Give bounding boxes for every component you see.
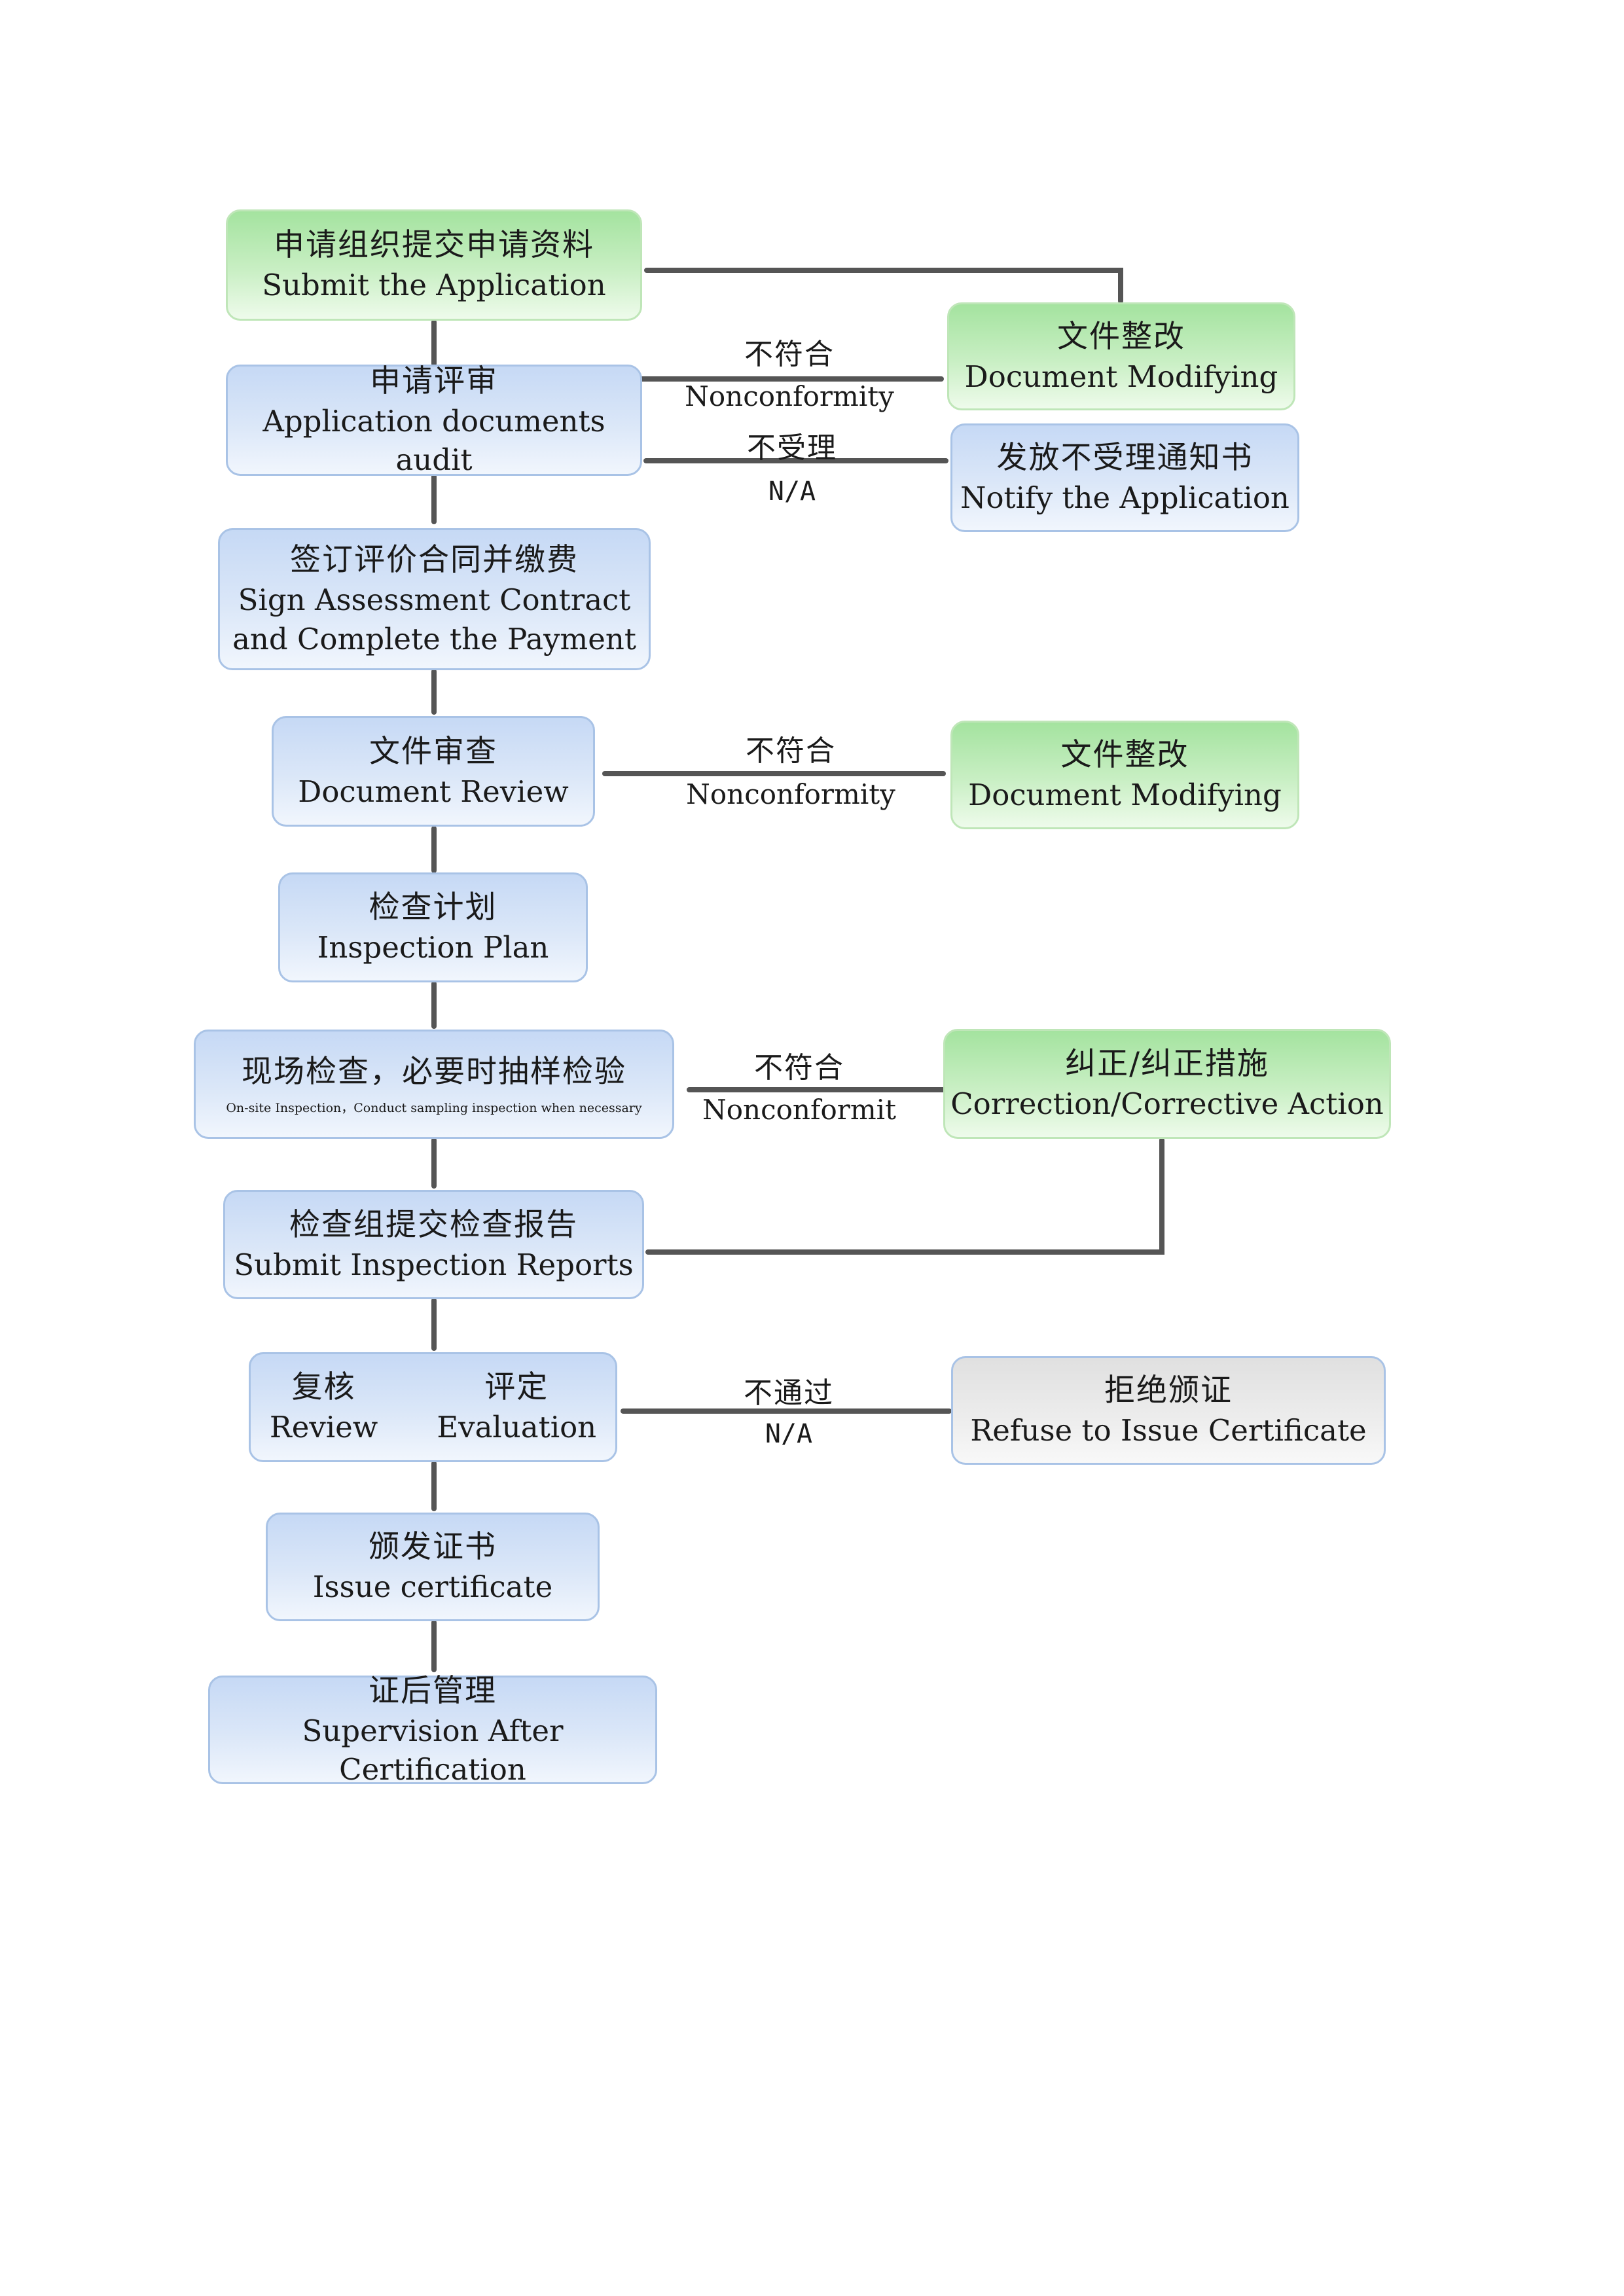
side-zh-label: 纠正/纠正措施: [1065, 1046, 1269, 1083]
step-en-label: Submit the Application: [262, 268, 606, 303]
label-en: N/A: [768, 476, 816, 507]
step-en-label: Supervision After Certification: [302, 1713, 564, 1787]
step-submit-application: 申请组织提交申请资料 Submit the Application: [226, 209, 642, 321]
label-zh: 不符合: [754, 1051, 844, 1085]
step-en-label: On-site Inspection，Conduct sampling insp…: [226, 1100, 642, 1115]
side-zh-label: 发放不受理通知书: [996, 440, 1254, 476]
label-zh: 不符合: [744, 338, 835, 371]
evaluation-en-label: Evaluation: [437, 1410, 597, 1445]
review-zh-label: 复核: [291, 1369, 356, 1406]
step-zh-label: 颁发证书: [369, 1529, 497, 1566]
side-document-modifying-1: 文件整改 Document Modifying: [947, 302, 1295, 410]
step-en-label: Inspection Plan: [317, 930, 549, 965]
step-review-evaluation: 复核 Review 评定 Evaluation: [249, 1352, 617, 1462]
arrow-correction-back-to-reports: [645, 1138, 1164, 1255]
step-zh-label: 签订评价合同并缴费: [290, 542, 579, 579]
side-en-label: Document Modifying: [964, 359, 1278, 394]
step-supervision: 证后管理 Supervision After Certification: [208, 1673, 657, 1787]
side-document-modifying-2: 文件整改 Document Modifying: [950, 721, 1299, 829]
side-zh-label: 文件整改: [1060, 737, 1189, 774]
step-inspection-plan: 检查计划 Inspection Plan: [278, 872, 588, 982]
step-issue-certificate: 颁发证书 Issue certificate: [266, 1513, 600, 1621]
step-documents-audit: 申请评审 Application documents audit: [226, 363, 642, 477]
step-zh-label: 检查计划: [369, 889, 497, 926]
side-en-label: Document Modifying: [968, 778, 1282, 813]
label-zh: 不通过: [744, 1376, 834, 1410]
label-review-nonconformity: 不符合 Nonconformity: [686, 727, 895, 810]
side-zh-label: 文件整改: [1057, 318, 1185, 355]
step-en-label: and Complete the Payment: [232, 621, 636, 656]
label-inspection-nonconformity: 不符合 Nonconformit: [702, 1044, 896, 1126]
label-audit-nonconformity: 不符合 Nonconformity: [685, 331, 894, 412]
side-en-label: Refuse to Issue Certificate: [970, 1413, 1367, 1448]
step-sign-contract: 签订评价合同并缴费 Sign Assessment Contract and C…: [218, 528, 651, 670]
step-zh-label: 文件审查: [369, 733, 497, 770]
side-en-label: Correction/Corrective Action: [950, 1086, 1384, 1122]
label-en: N/A: [765, 1419, 813, 1449]
step-zh-label: 检查组提交检查报告: [289, 1206, 578, 1243]
step-onsite-inspection: 现场检查，必要时抽样检验 On-site Inspection，Conduct …: [194, 1030, 674, 1139]
label-en: Nonconformity: [685, 380, 894, 412]
label-en: Nonconformit: [702, 1094, 896, 1126]
arrow-modifying-back-to-submit: [644, 268, 1123, 304]
label-evaluation-fail: 不通过 N/A: [744, 1369, 834, 1449]
step-en-label: Application documents audit: [262, 403, 605, 478]
step-document-review: 文件审查 Document Review: [272, 716, 595, 827]
label-audit-na: 不受理 N/A: [747, 424, 837, 507]
side-correction: 纠正/纠正措施 Correction/Corrective Action: [943, 1029, 1391, 1139]
label-zh: 不受理: [747, 431, 837, 465]
step-zh-label: 现场检查，必要时抽样检验: [242, 1053, 626, 1090]
side-zh-label: 拒绝颁证: [1104, 1372, 1233, 1409]
step-en-label: Submit Inspection Reports: [234, 1247, 634, 1282]
step-submit-reports: 检查组提交检查报告 Submit Inspection Reports: [223, 1190, 644, 1299]
side-refuse-certificate: 拒绝颁证 Refuse to Issue Certificate: [951, 1356, 1386, 1465]
step-zh-label: 证后管理: [369, 1672, 497, 1709]
label-zh: 不符合: [746, 734, 836, 768]
evaluation-zh-label: 评定: [484, 1369, 549, 1406]
review-en-label: Review: [269, 1410, 378, 1445]
step-en-label: Sign Assessment Contract: [238, 583, 631, 618]
step-zh-label: 申请组织提交申请资料: [274, 227, 594, 264]
step-en-label: Issue certificate: [312, 1570, 553, 1605]
side-notify-application: 发放不受理通知书 Notify the Application: [950, 423, 1299, 532]
side-en-label: Notify the Application: [960, 480, 1290, 516]
step-en-label: Document Review: [298, 774, 569, 809]
label-en: Nonconformity: [686, 778, 895, 810]
step-zh-label: 申请评审: [370, 363, 498, 399]
